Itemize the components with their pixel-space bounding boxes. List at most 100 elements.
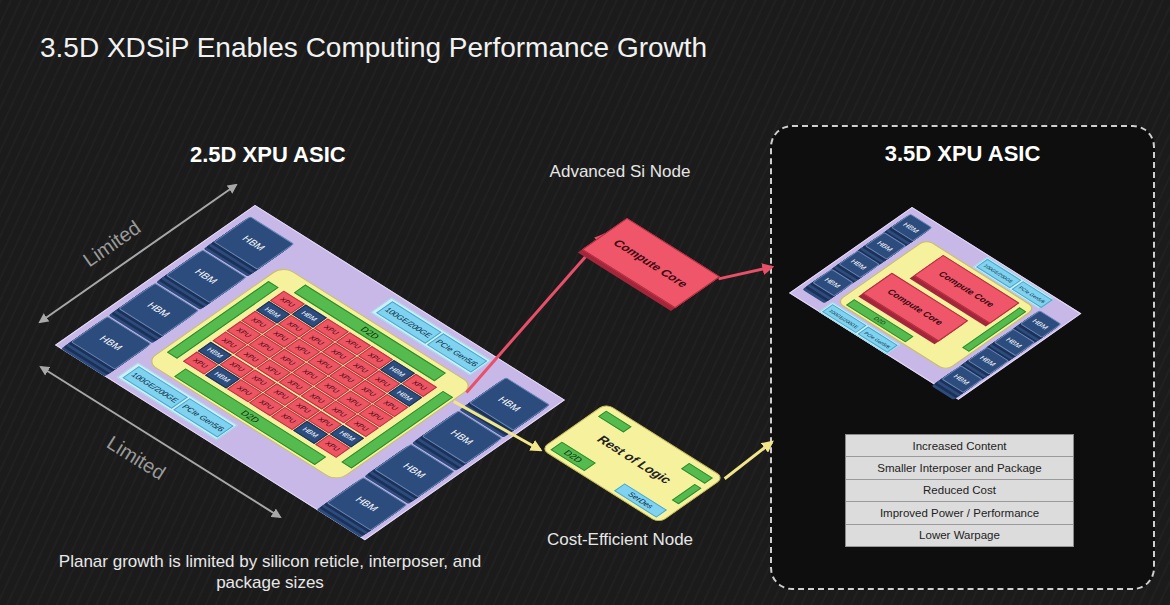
xpu-cell-label: XPU — [324, 440, 342, 452]
hbm-cell-label: HBM — [213, 371, 232, 383]
hbm-stack: HBM — [891, 214, 933, 242]
hbm-stack: HBM — [326, 477, 407, 531]
xpu-cell-label: XPU — [228, 361, 246, 373]
box-text: HBM — [97, 334, 125, 352]
table-row: Reduced Cost — [846, 480, 1073, 502]
box-text: HBM — [979, 355, 998, 367]
box-text: HBM — [823, 276, 842, 288]
xpu-cell-label: XPU — [294, 403, 312, 415]
xpu-cell-label: XPU — [411, 379, 429, 391]
package-heading: 2.5D XPU ASIC — [190, 142, 346, 168]
xpu-cell-label: XPU — [367, 410, 385, 422]
substrate-plane: HBMHBMHBMHBM100GE/200GEPCIe Gen5/6D2DD2D… — [55, 205, 565, 540]
hbm-cell-label: HBM — [205, 347, 224, 359]
table-row: Smaller Interposer and Package — [846, 457, 1073, 479]
xpu-cell-label: XPU — [301, 368, 319, 380]
d2d-text: D2D — [238, 409, 261, 424]
xpu-cell-label: XPU — [279, 296, 297, 308]
table-cell: Reduced Cost — [923, 484, 996, 496]
xpu-cell-label: XPU — [236, 385, 254, 397]
xpu-cell-label: XPU — [331, 406, 349, 418]
xpu-cell-label: XPU — [330, 348, 348, 360]
node-type-label: Advanced Si Node — [550, 162, 691, 182]
xpu-cell-label: XPU — [258, 399, 276, 411]
box-text: Compute Core — [885, 288, 946, 327]
xpu-cell-label: XPU — [316, 358, 334, 370]
xpu-cell-label: XPU — [345, 338, 363, 350]
flow-arrow — [725, 442, 772, 479]
substrate-plane: HBMHBMHBMHBM100GE/200GEPCIe Gen5/6D2DCom… — [789, 207, 1081, 400]
xpu-cell-label: XPU — [382, 400, 400, 412]
panel-heading-row: 3.5D XPU ASIC — [772, 141, 1153, 167]
box-text: HBM — [902, 221, 921, 233]
hbm-stack: HBM — [118, 283, 199, 337]
xpu-cell-label: XPU — [257, 341, 275, 353]
xpu-cell-label: XPU — [220, 337, 238, 349]
xpu-cell-label: XPU — [345, 396, 363, 408]
node-type-label: Cost-Efficient Node — [547, 530, 693, 550]
xpu-cell-label: XPU — [272, 389, 290, 401]
box-text: PCIe Gen5/6 — [434, 338, 481, 368]
xpu-cell-label: XPU — [243, 351, 261, 363]
xpu-cell-label: XPU — [323, 324, 341, 336]
compute-core: Compute Core — [582, 218, 720, 308]
box-text: HBM — [496, 395, 524, 413]
xpu-cell-label: XPU — [374, 376, 392, 388]
hbm-cell-label: HBM — [338, 430, 357, 442]
table-cell: Lower Warpage — [919, 529, 1000, 541]
hbm-stack: HBM — [422, 410, 503, 464]
d2d-bar — [598, 411, 632, 433]
d2d-bar — [681, 463, 713, 484]
xpu-cell-label: XPU — [323, 382, 341, 394]
flow-arrow — [466, 235, 604, 393]
slide-title: 3.5D XDSiP Enables Computing Performance… — [40, 32, 707, 64]
hbm-stack: HBM — [941, 365, 983, 393]
box-text: HBM — [240, 234, 268, 252]
serdes-block: SerDes — [614, 483, 667, 517]
rest-of-logic-title: Rest of Logic — [582, 426, 687, 493]
xpu-cell-label: XPU — [360, 386, 378, 398]
xpu-cell-label: XPU — [287, 379, 305, 391]
package-3-5d-panel: 3.5D XPU ASICHBMHBMHBMHBM100GE/200GEPCIe… — [770, 125, 1155, 590]
xpu-cell-label: XPU — [352, 362, 370, 374]
box-text: HBM — [953, 373, 972, 385]
hbm-stack: HBM — [374, 444, 455, 498]
hbm-stack: HBM — [213, 216, 294, 270]
box-text: HBM — [448, 428, 476, 446]
table-row: Lower Warpage — [846, 525, 1073, 547]
xpu-cell-label: XPU — [272, 330, 290, 342]
xpu-cell-label: XPU — [265, 365, 283, 377]
box-text: HBM — [876, 240, 895, 252]
xpu-cell-label: XPU — [280, 413, 298, 425]
box-text: SerDes — [625, 491, 655, 510]
die-title: Rest of Logic — [593, 433, 675, 485]
table-row: Increased Content — [846, 435, 1073, 457]
box-text: HBM — [850, 258, 869, 270]
box-text: HBM — [145, 300, 173, 318]
flow-arrow — [719, 267, 772, 279]
limit-label: Limited — [79, 216, 145, 272]
box-text: HBM — [1005, 336, 1024, 348]
panel-heading: 3.5D XPU ASIC — [885, 141, 1041, 166]
limit-label: Limited — [103, 431, 170, 485]
hbm-cell-label: HBM — [300, 310, 319, 322]
box-text: HBM — [1031, 318, 1050, 330]
d2d-text: D2D — [872, 316, 887, 326]
hbm-cell-label: HBM — [388, 365, 407, 377]
box-text: D2D — [561, 449, 584, 464]
d2d-bar — [672, 484, 702, 504]
xpu-cell-label: XPU — [286, 320, 304, 332]
table-row: Improved Power / Performance — [846, 502, 1073, 524]
xpu-cell-label: XPU — [353, 420, 371, 432]
xpu-cell-label: XPU — [250, 375, 268, 387]
table-cell: Increased Content — [913, 440, 1007, 452]
xpu-cell-label: XPU — [308, 334, 326, 346]
xpu-cell-label: XPU — [338, 372, 356, 384]
d2d-bar: D2D — [550, 442, 595, 471]
xpu-cell-label: XPU — [316, 416, 334, 428]
box-text: HBM — [401, 461, 429, 479]
xpu-cell-label: XPU — [279, 354, 297, 366]
xpu-cell-label: XPU — [309, 392, 327, 404]
benefits-table: Increased ContentSmaller Interposer and … — [845, 434, 1074, 547]
caption: Planar growth is limited by silicon reti… — [45, 551, 495, 593]
